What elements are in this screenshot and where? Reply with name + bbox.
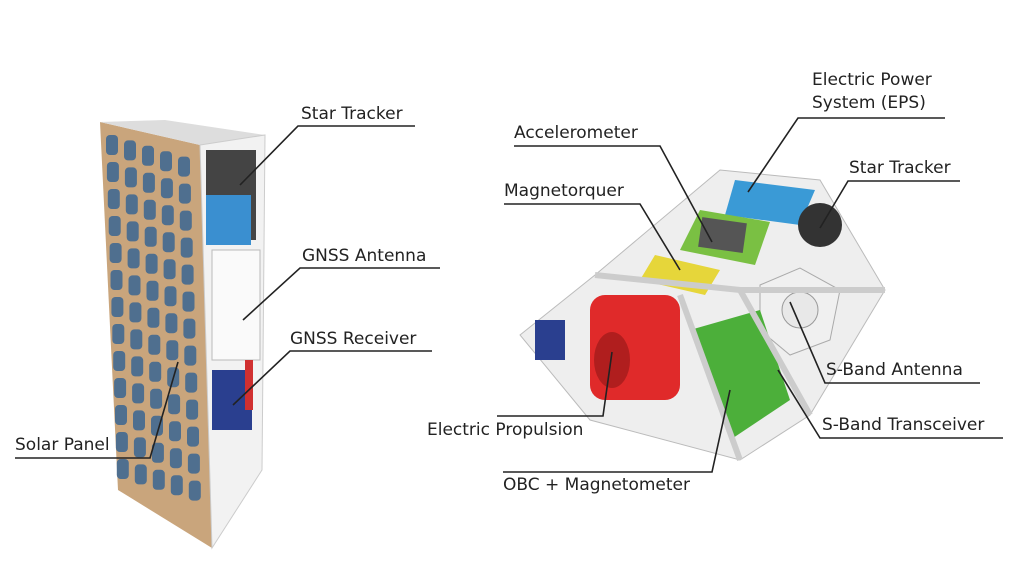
solar-cell xyxy=(169,421,181,442)
solar-cell xyxy=(180,237,193,258)
solar-cell xyxy=(127,248,140,269)
label-eps-line1: Electric Power xyxy=(812,70,932,90)
obc-module xyxy=(690,310,790,440)
solar-cell xyxy=(142,145,154,166)
solar-cell xyxy=(182,291,195,312)
solar-cell xyxy=(149,361,162,382)
label-star-tracker-left: Star Tracker xyxy=(301,104,403,124)
solar-cell xyxy=(124,140,136,161)
label-magnetorquer: Magnetorquer xyxy=(504,181,624,201)
solar-cell xyxy=(111,297,124,317)
gnss-antenna-module xyxy=(211,249,261,361)
left-blue-board xyxy=(535,320,565,360)
solar-cell xyxy=(185,372,198,393)
solar-cell xyxy=(187,426,199,447)
solar-cell xyxy=(106,162,119,182)
solar-cell xyxy=(168,394,181,415)
solar-cell xyxy=(151,415,163,436)
eps-module xyxy=(725,180,815,225)
solar-cells xyxy=(106,135,201,501)
solar-cell xyxy=(130,329,143,350)
label-s-band-antenna: S-Band Antenna xyxy=(826,360,963,380)
label-solar-panel: Solar Panel xyxy=(15,435,110,455)
star-tracker-module-right xyxy=(798,203,842,247)
solar-cell xyxy=(183,318,196,339)
solar-cell xyxy=(144,226,157,247)
s-band-antenna-dish xyxy=(781,291,819,329)
solar-cell xyxy=(150,388,163,409)
solar-cell xyxy=(125,194,138,215)
solar-cell xyxy=(178,156,190,177)
solar-cell xyxy=(110,270,123,290)
solar-cell xyxy=(161,205,174,226)
solar-cell xyxy=(116,459,129,479)
solar-cell xyxy=(146,280,159,301)
solar-cell xyxy=(129,302,142,323)
solar-cell xyxy=(133,437,146,458)
solar-cell xyxy=(186,399,199,420)
solar-cell xyxy=(106,135,118,155)
solar-cell xyxy=(151,442,164,463)
solar-cell xyxy=(113,351,126,371)
solar-cell xyxy=(148,334,161,355)
solar-cell xyxy=(108,216,121,236)
label-obc-magnetometer: OBC + Magnetometer xyxy=(503,475,690,495)
leader-lines xyxy=(15,117,1003,473)
solar-cell xyxy=(147,307,160,328)
solar-cell xyxy=(169,448,182,469)
solar-cell xyxy=(124,167,137,188)
solar-cell xyxy=(152,469,165,490)
solar-cell xyxy=(181,264,194,285)
solar-cell xyxy=(109,243,122,263)
label-eps-line2: System (EPS) xyxy=(812,93,926,113)
solar-cell xyxy=(163,259,176,280)
solar-cell xyxy=(178,183,191,204)
label-electric-propulsion: Electric Propulsion xyxy=(427,420,584,440)
solar-cell xyxy=(145,253,158,274)
solar-cell xyxy=(126,221,139,242)
solar-cell xyxy=(132,383,145,404)
solar-cell xyxy=(115,405,127,425)
solar-cell xyxy=(128,275,141,296)
label-star-tracker-right: Star Tracker xyxy=(849,158,951,178)
label-gnss-antenna: GNSS Antenna xyxy=(302,246,427,266)
right-satellite-model xyxy=(519,169,886,462)
solar-cell xyxy=(107,189,120,209)
solar-cell xyxy=(184,345,197,366)
solar-cell xyxy=(134,464,147,485)
solar-cell xyxy=(165,313,178,334)
solar-cell xyxy=(166,340,179,361)
solar-cell xyxy=(142,172,155,193)
label-gnss-receiver: GNSS Receiver xyxy=(290,329,417,349)
solar-cell xyxy=(164,286,177,307)
solar-cell xyxy=(187,453,200,474)
solar-cell xyxy=(160,178,173,199)
propulsion-thruster xyxy=(594,332,630,388)
solar-cell xyxy=(143,199,156,220)
solar-cell xyxy=(133,410,145,431)
accelerometer-box xyxy=(698,217,747,254)
red-board xyxy=(245,360,253,410)
solar-cell xyxy=(170,475,183,496)
frame-beam xyxy=(677,293,743,462)
label-s-band-transceiver: S-Band Transceiver xyxy=(822,415,985,435)
solar-cell xyxy=(114,378,127,398)
label-accelerometer: Accelerometer xyxy=(514,123,638,143)
top-face xyxy=(100,120,265,145)
solar-cell xyxy=(160,151,172,172)
solar-cell xyxy=(179,210,192,231)
solar-cell xyxy=(115,432,128,452)
solar-cell xyxy=(131,356,144,377)
solar-cell xyxy=(188,480,201,501)
solar-cell xyxy=(162,232,175,253)
solar-cell xyxy=(112,324,125,344)
star-tracker-blue-board xyxy=(206,195,251,245)
